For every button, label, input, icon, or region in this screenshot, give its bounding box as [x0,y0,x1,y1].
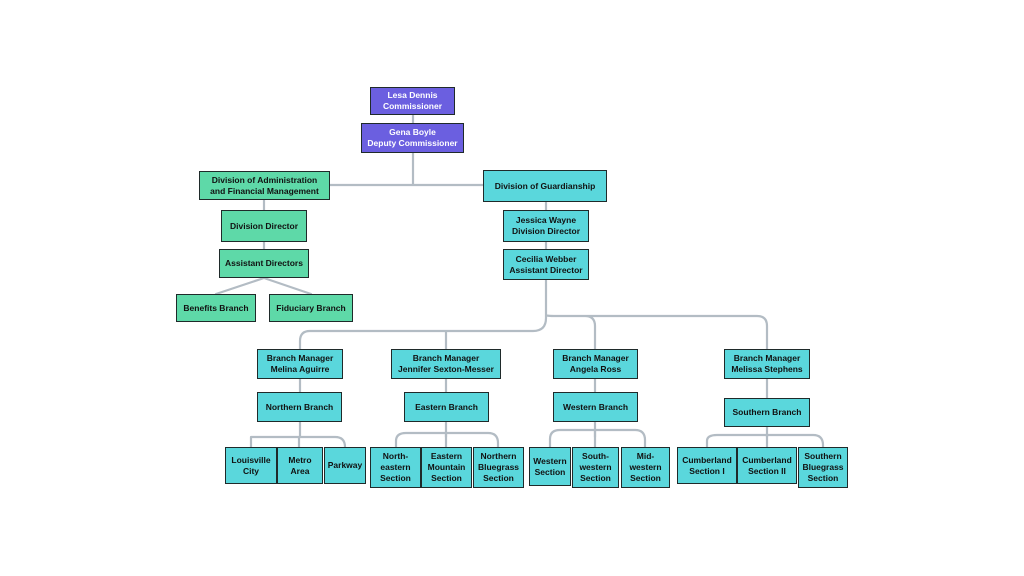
connector-sections-northern [249,435,347,449]
manager-eastern-box: Branch Manager Jennifer Sexton-Messer [391,349,501,379]
admin-director-box: Division Director [221,210,307,242]
section-louisville-city: Louisville City [225,447,277,484]
connector-sections-eastern [394,431,500,449]
eastern-branch-box: Eastern Branch [404,392,489,422]
section-western: Western Section [529,447,571,486]
admin-assistants-box: Assistant Directors [219,249,309,278]
section-cumberland-2: Cumberland Section II [737,447,797,484]
section-southwestern: South- western Section [572,447,619,488]
guardianship-division-box: Division of Guardianship [483,170,607,202]
guardianship-assistant-box: Cecilia Webber Assistant Director [503,249,589,280]
connector-deputy-divisions [328,151,485,187]
connector-assistant-managers [298,278,769,351]
connector-assistants-branches [214,276,313,296]
western-branch-box: Western Branch [553,392,638,422]
manager-northern-box: Branch Manager Melina Aguirre [257,349,343,379]
deputy-commissioner-box: Gena Boyle Deputy Commissioner [361,123,464,153]
section-northern-bluegrass: Northern Bluegrass Section [473,447,524,488]
section-southern-bluegrass: Southern Bluegrass Section [798,447,848,488]
fiduciary-branch-box: Fiduciary Branch [269,294,353,322]
manager-western-box: Branch Manager Angela Ross [553,349,638,379]
manager-southern-box: Branch Manager Melissa Stephens [724,349,810,379]
section-northeastern: North- eastern Section [370,447,421,488]
connector-sections-southern [705,433,825,449]
benefits-branch-box: Benefits Branch [176,294,256,322]
northern-branch-box: Northern Branch [257,392,342,422]
guardianship-director-box: Jessica Wayne Division Director [503,210,589,242]
admin-division-box: Division of Administration and Financial… [199,171,330,200]
section-midwestern: Mid- western Section [621,447,670,488]
southern-branch-box: Southern Branch [724,398,810,427]
section-eastern-mountain: Eastern Mountain Section [421,447,472,488]
section-metro-area: Metro Area [277,447,323,484]
section-cumberland-1: Cumberland Section I [677,447,737,484]
commissioner-box: Lesa Dennis Commissioner [370,87,455,115]
connector-sections-western [548,428,647,449]
section-parkway: Parkway [324,447,366,484]
